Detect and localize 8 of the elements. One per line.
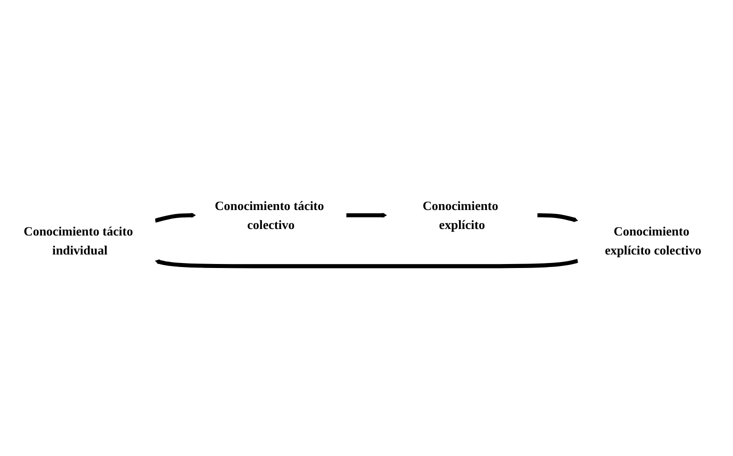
node-text: Conocimiento tácito individual (24, 224, 133, 258)
arrow (154, 258, 578, 268)
node-text: Conocimiento explícito colectivo (604, 224, 702, 258)
node-text: Conocimiento tácito colectivo (214, 198, 324, 232)
arrow (154, 212, 196, 223)
arrow (346, 212, 387, 218)
arrow (537, 213, 578, 222)
node-text: Conocimiento explícito (422, 198, 498, 232)
